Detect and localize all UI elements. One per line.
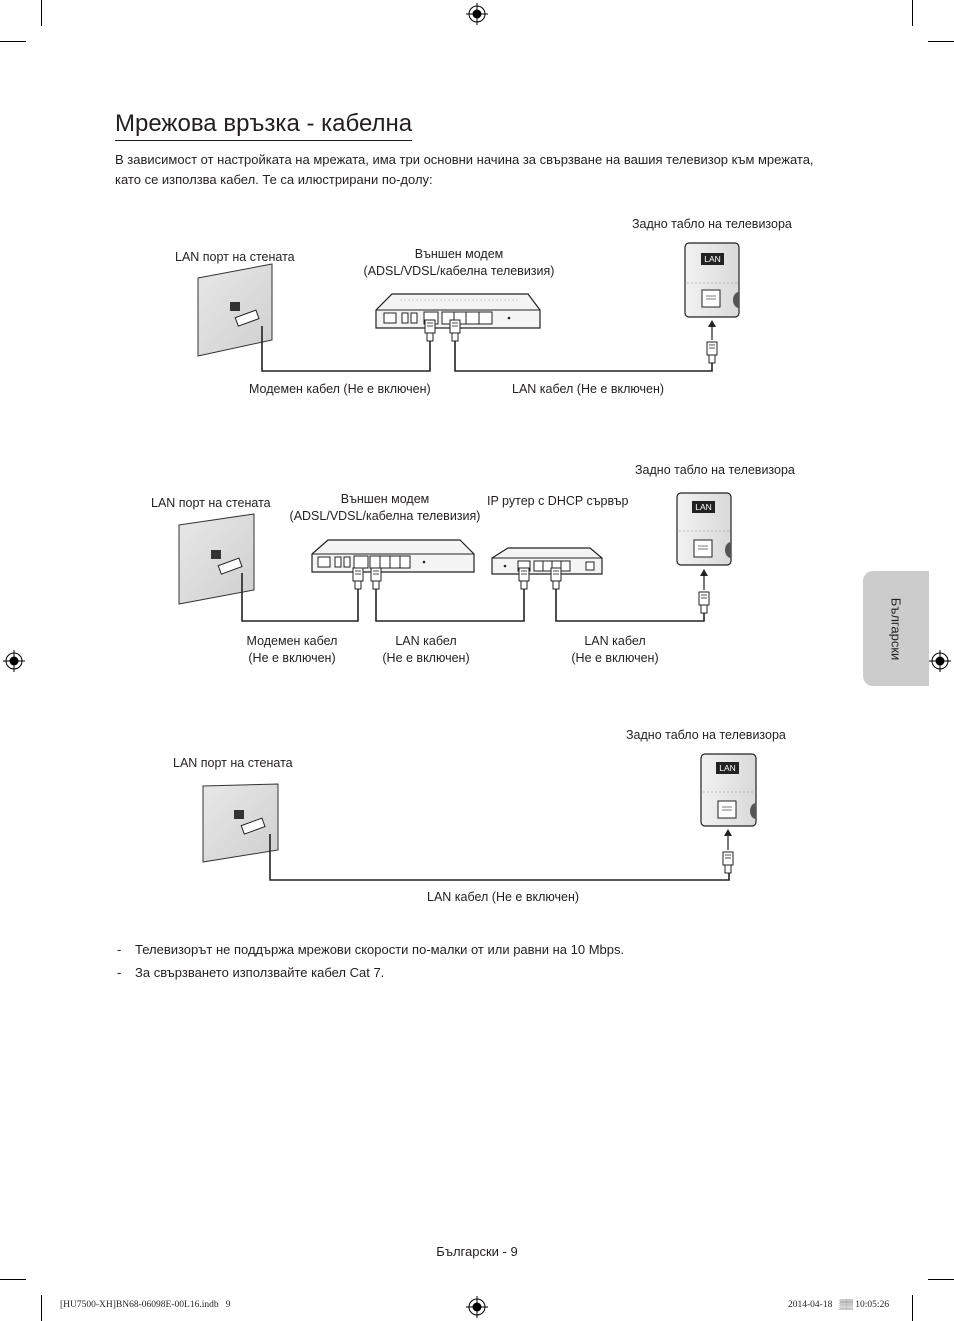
diagram-3-graphics xyxy=(202,753,757,881)
lan-port-label: LAN xyxy=(719,763,736,773)
lan-cable-label: LAN кабел (Не е включен) xyxy=(512,382,665,396)
lan-cable-label: LAN кабел (Не е включен) xyxy=(366,633,486,667)
wall-port-label: LAN порт на стената xyxy=(173,756,293,770)
note-item: - За свързването използвайте кабел Cat 7… xyxy=(117,961,624,984)
wall-port-label: LAN порт на стената xyxy=(151,496,271,510)
modem-device xyxy=(311,539,475,573)
notes-list: - Телевизорът не поддържа мрежови скорос… xyxy=(117,938,624,984)
crop-mark xyxy=(912,1295,913,1321)
lan-port-label: LAN xyxy=(695,502,712,512)
modem-cable-label: Модемен кабел (Не е включен) xyxy=(232,633,352,667)
intro-paragraph: В зависимост от настройката на мрежата, … xyxy=(115,152,814,187)
tv-back-panel xyxy=(684,242,740,318)
modem-cable-label: Модемен кабел (Не е включен) xyxy=(249,382,431,396)
crop-mark xyxy=(0,41,26,42)
router-device xyxy=(491,547,603,575)
registration-mark-icon xyxy=(466,3,488,25)
crop-mark xyxy=(41,1295,42,1321)
wall-socket xyxy=(234,810,244,819)
lan-cable-label-line-1: LAN кабел xyxy=(584,634,646,648)
language-side-tab-label: Български xyxy=(888,597,904,660)
wall-panel xyxy=(202,783,279,863)
modem-label: Външен модем (ADSL/VDSL/кабелна телевизи… xyxy=(359,246,559,280)
modem-label: Външен модем (ADSL/VDSL/кабелна телевизи… xyxy=(285,491,485,525)
modem-label-line-2: (ADSL/VDSL/кабелна телевизия) xyxy=(289,509,481,523)
tv-back-panel-label: Задно табло на телевизора xyxy=(632,217,792,231)
wall-plug xyxy=(217,557,243,575)
page-number: Български - 9 xyxy=(436,1244,518,1259)
diagram-2-graphics xyxy=(178,492,732,622)
language-side-tab: Български xyxy=(863,571,929,686)
modem-cable-label-line-1: Модемен кабел xyxy=(246,634,338,648)
note-dash: - xyxy=(117,942,122,957)
lan-port-label: LAN xyxy=(704,254,721,264)
crop-mark xyxy=(928,1279,954,1280)
tv-back-panel xyxy=(676,492,732,566)
crop-mark xyxy=(912,0,913,26)
modem-label-line-2: (ADSL/VDSL/кабелна телевизия) xyxy=(363,264,555,278)
modem-label-line-1: Външен модем xyxy=(414,247,504,261)
modem-cable-label-line-2: (Не е включен) xyxy=(248,651,336,665)
crop-mark xyxy=(0,1279,26,1280)
note-text: За свързването използвайте кабел Cat 7. xyxy=(135,965,385,980)
tv-back-panel xyxy=(700,753,757,827)
crop-mark xyxy=(928,41,954,42)
modem-label-line-1: Външен модем xyxy=(340,492,430,506)
registration-mark-icon xyxy=(3,650,25,672)
note-item: - Телевизорът не поддържа мрежови скорос… xyxy=(117,938,624,961)
note-dash: - xyxy=(117,965,122,980)
page-title: Мрежова връзка - кабелна xyxy=(115,108,413,141)
diagram-1-graphics xyxy=(197,242,740,372)
crop-mark xyxy=(41,0,42,26)
lan-cable-label: LAN кабел (Не е включен) xyxy=(555,633,675,667)
wall-port-label: LAN порт на стената xyxy=(175,250,295,264)
tv-back-panel-label: Задно табло на телевизора xyxy=(635,463,795,477)
wall-plug xyxy=(240,817,266,835)
wall-socket xyxy=(211,550,221,559)
tv-back-panel-label: Задно табло на телевизора xyxy=(626,728,786,742)
registration-mark-icon xyxy=(929,650,951,672)
lan-cable-label: LAN кабел (Не е включен) xyxy=(427,890,580,904)
print-file-info: [HU7500-XH]BN68-06098E-00L16.indb 9 xyxy=(60,1300,231,1310)
registration-mark-icon xyxy=(466,1296,488,1318)
wall-plug xyxy=(234,309,260,327)
lan-cable-label-line-2: (Не е включен) xyxy=(571,651,659,665)
lan-cable-label-line-1: LAN кабел xyxy=(395,634,457,648)
router-label: IP рутер с DHCP сървър xyxy=(487,494,629,508)
lan-cable-label-line-2: (Не е включен) xyxy=(382,651,470,665)
wall-socket xyxy=(230,302,240,311)
note-text: Телевизорът не поддържа мрежови скорости… xyxy=(135,942,625,957)
print-timestamp: 2014-04-18 ▒▒ 10:05:26 xyxy=(788,1300,890,1310)
